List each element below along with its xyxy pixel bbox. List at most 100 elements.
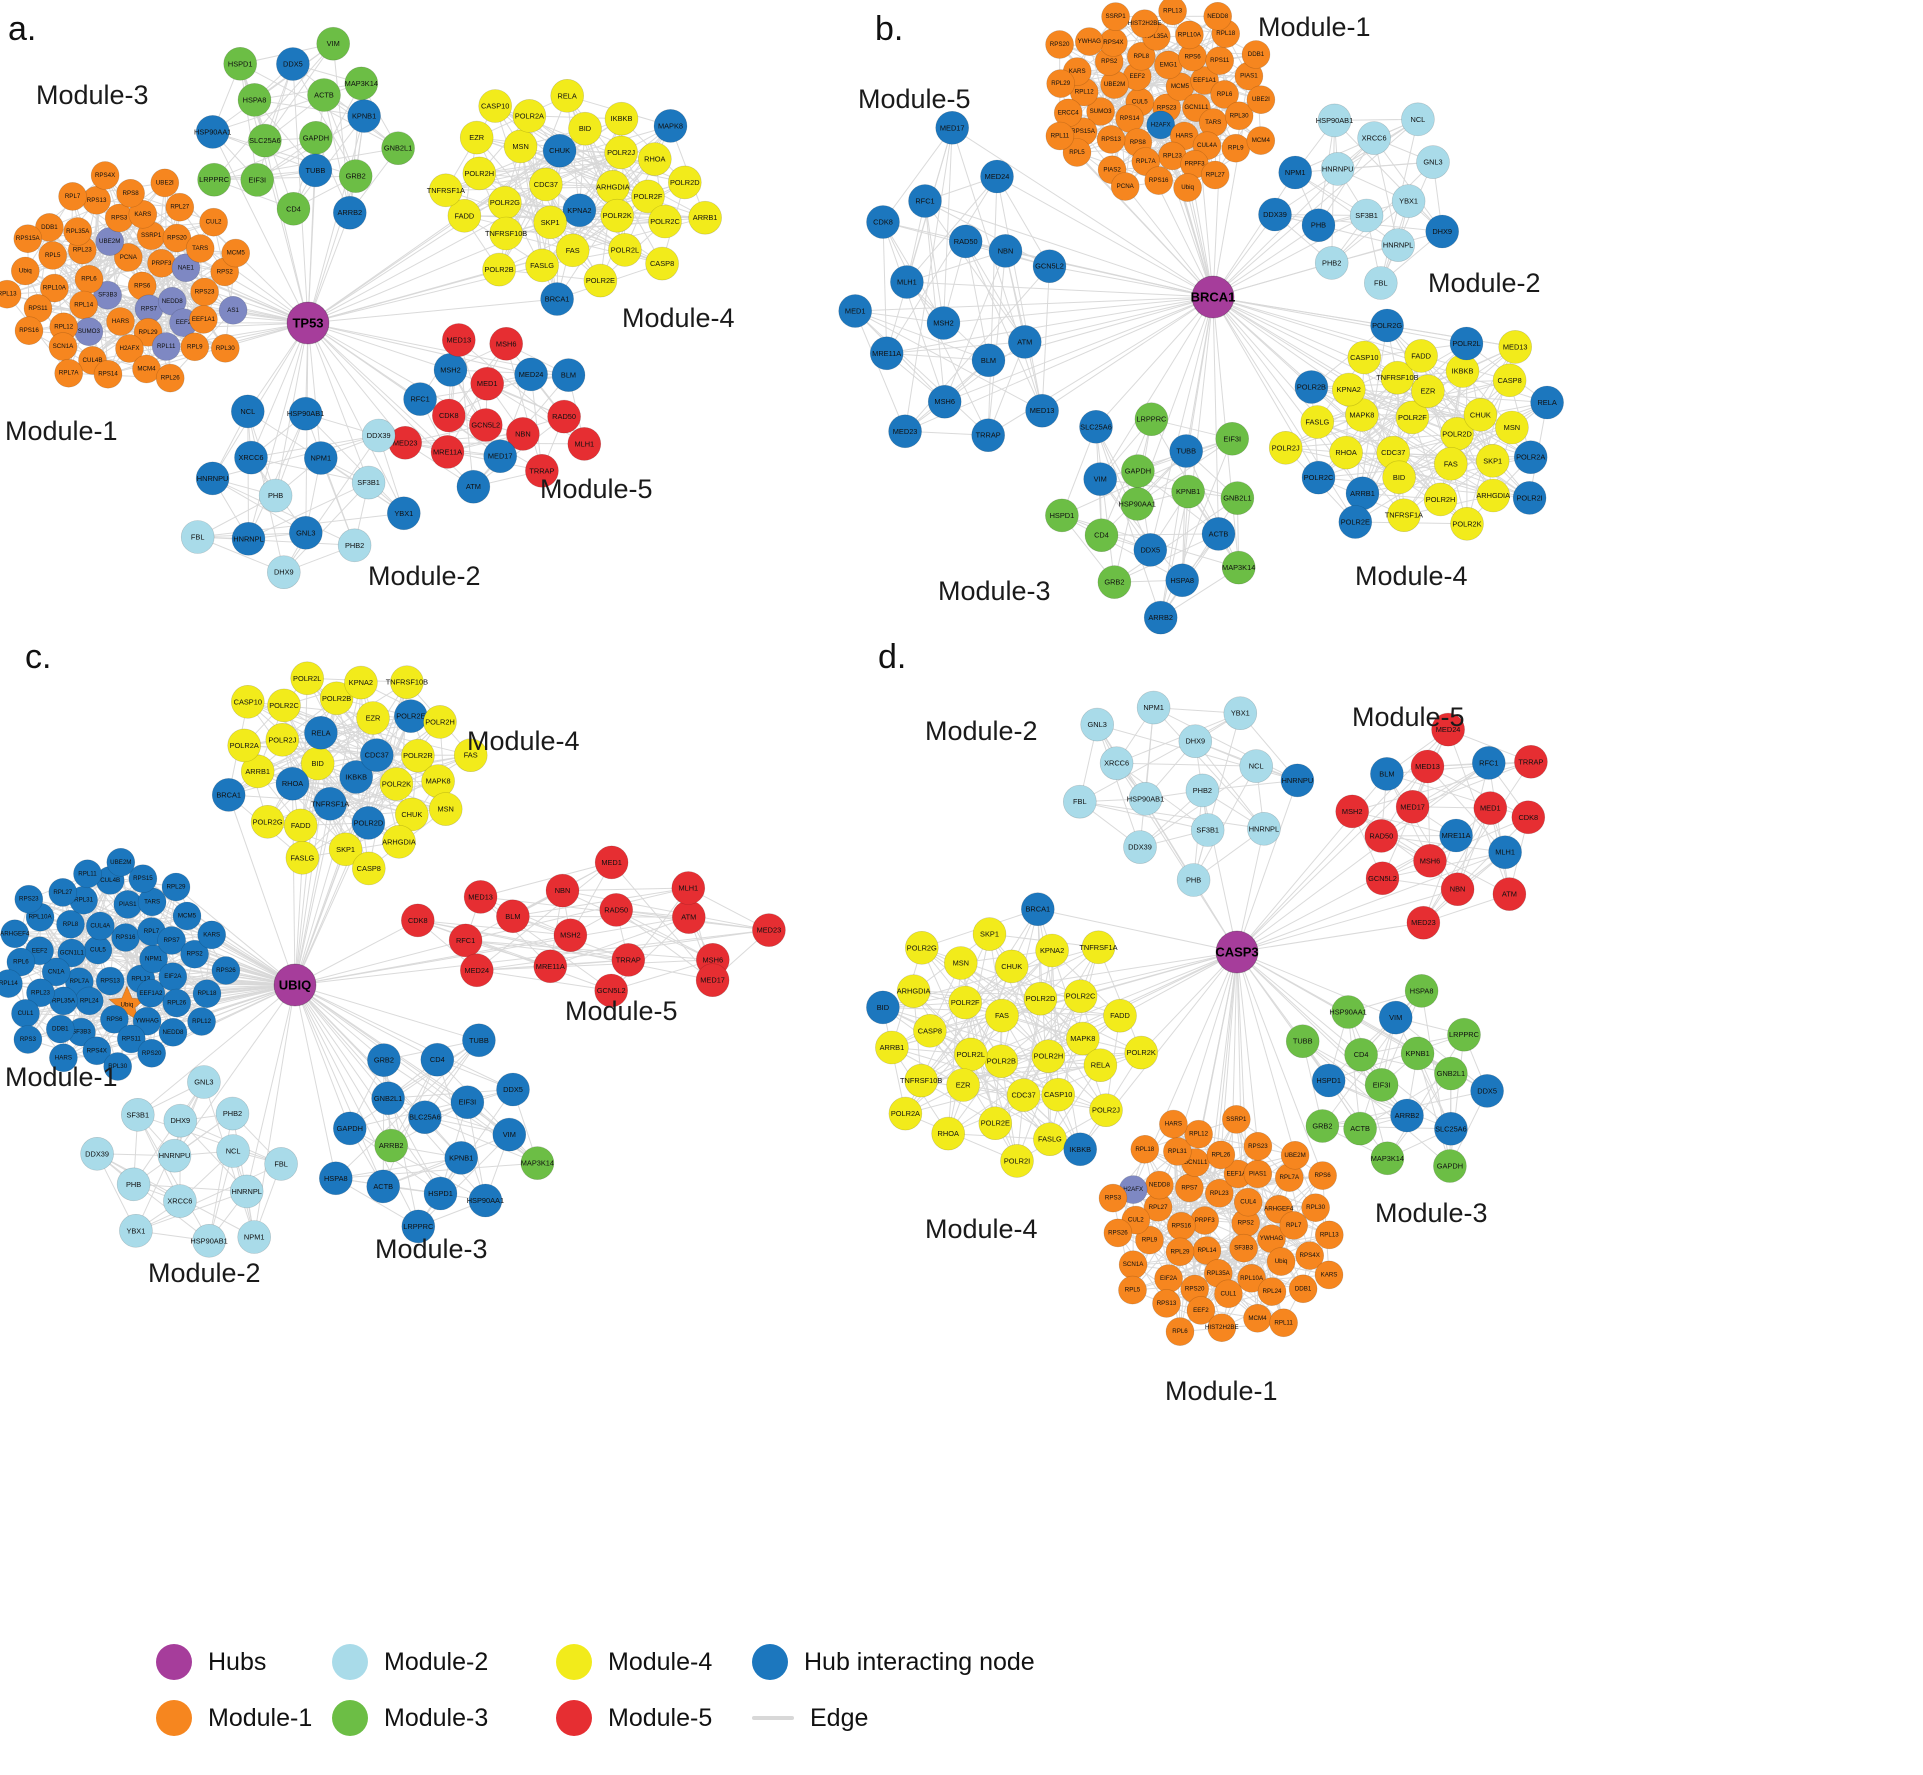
node-RPS13 [1096,125,1126,154]
node-GCN5L2 [594,973,629,1008]
node-label: PIAS1 [119,901,137,908]
node-label: POLR2E [586,276,615,285]
node-POLR2R [401,738,435,773]
node-VIM [492,1117,527,1152]
node-label: FAS [1444,459,1458,468]
node-GNL3 [187,1065,221,1099]
node-GNL3 [288,515,323,550]
node-label: RPL31 [1168,1148,1187,1155]
node-label: UBE2M [1104,81,1125,88]
node-label: RPL29 [1051,80,1070,87]
module-label: Module-4 [1355,561,1468,591]
node-YBX1 [386,496,421,531]
node-label: MED24 [985,172,1010,181]
node-label: RPL27 [170,204,189,211]
node-label: SKP1 [980,930,999,939]
node-label: RPL11 [78,870,97,877]
node-label: RPS6 [134,282,151,289]
module-label: Module-3 [1375,1198,1488,1228]
node-label: RPL24 [1263,1288,1282,1295]
node-label: POLR2L [293,674,321,683]
node-label: HNRNPU [1282,776,1314,785]
node-label: RPL10A [1240,1275,1264,1282]
node-RPL10A [1175,20,1204,50]
node-UBE2I [1246,85,1276,114]
legend-item-hubs: Hubs [156,1634,332,1690]
node-GRB2 [338,159,373,193]
node-RPL30 [1224,101,1254,131]
node-label: POLR2A [515,111,544,120]
node-label: POLR2L [957,1050,985,1059]
node-label: RPL6 [1217,91,1233,98]
node-label: CHUK [401,810,422,819]
node-label: MSH2 [1342,807,1363,816]
node-label: MED17 [1400,802,1425,811]
node-label: GNL3 [296,528,315,537]
node-HSPA8 [1165,563,1199,598]
node-label: POLR2E [396,712,425,721]
node-label: FBL [274,1159,288,1168]
node-POLR2B [482,252,516,287]
node-label: POLR2C [1304,473,1334,482]
node-MLH1 [671,871,706,905]
node-label: HNRNPL [233,534,263,543]
node-label: DDX5 [1140,545,1160,554]
node-DDB1 [1288,1274,1318,1304]
node-MED13 [1025,393,1059,428]
node-RPL29 [1046,69,1075,98]
node-FADD [447,199,482,233]
node-TRRAP [525,453,559,488]
node-label: POLR2D [1442,429,1472,438]
node-TARS [185,234,215,263]
node-label: RPL7A [59,370,79,377]
node-GNB2L1 [381,131,415,165]
node-label: SKP1 [541,218,560,227]
node-label: EIF3I [1223,434,1241,443]
node-label: MRE11A [1442,831,1471,840]
node-label: SLC25A6 [1080,422,1112,431]
node-RPL8 [1127,41,1156,71]
node-RPL12 [1184,1119,1213,1149]
node-label: PIAS2 [1103,166,1121,173]
node-label: ATM [466,482,481,491]
node-label: RPS7 [1181,1184,1198,1191]
node-label: PCNA [1117,183,1135,190]
module-2-swatch-icon [332,1644,368,1680]
node-SF3B1 [1349,198,1384,233]
node-label: XRCC6 [1104,759,1129,768]
node-label: MCM4 [1248,1315,1267,1322]
node-label: PHB [1186,876,1201,885]
node-label: KPNB1 [352,112,376,121]
node-label: RFC1 [915,197,934,206]
node-ACTB [307,78,341,112]
node-label: RAD50 [954,237,978,246]
node-ARRB2 [1143,600,1178,635]
legend-item-module-3: Module-3 [332,1690,556,1746]
node-RPS14 [93,359,123,389]
node-RPL8 [56,909,85,939]
node-label: RPL7A [1279,1174,1299,1181]
node-label: RPL26 [1211,1151,1230,1158]
node-RPL6 [1165,1317,1195,1346]
node-label: CD4 [430,1055,445,1064]
node-RPS4X [1295,1241,1324,1270]
node-RELA [1530,385,1564,420]
node-CHUK [542,133,577,168]
node-label: MSN [512,142,528,151]
node-label: RPL14 [1197,1247,1216,1254]
node-label: RPL11 [1274,1319,1293,1326]
node-label: RPS4X [87,1047,107,1054]
node-SSRP1 [1101,2,1130,31]
node-label: RPL29 [167,884,186,891]
node-label: EEF2 [1193,1307,1209,1314]
node-NBN [506,417,540,451]
node-label: SF3B3 [72,1029,91,1036]
panel-letter: c. [25,638,51,676]
node-label: MED13 [1030,406,1055,415]
node-label: TNFRSF1A [1385,511,1423,520]
node-label: RPL27 [53,889,72,896]
node-label: RPL23 [73,247,92,254]
node-label: LRPPRC [403,1222,434,1231]
node-POLR2J [1089,1093,1123,1127]
node-RPL18 [1130,1135,1160,1164]
